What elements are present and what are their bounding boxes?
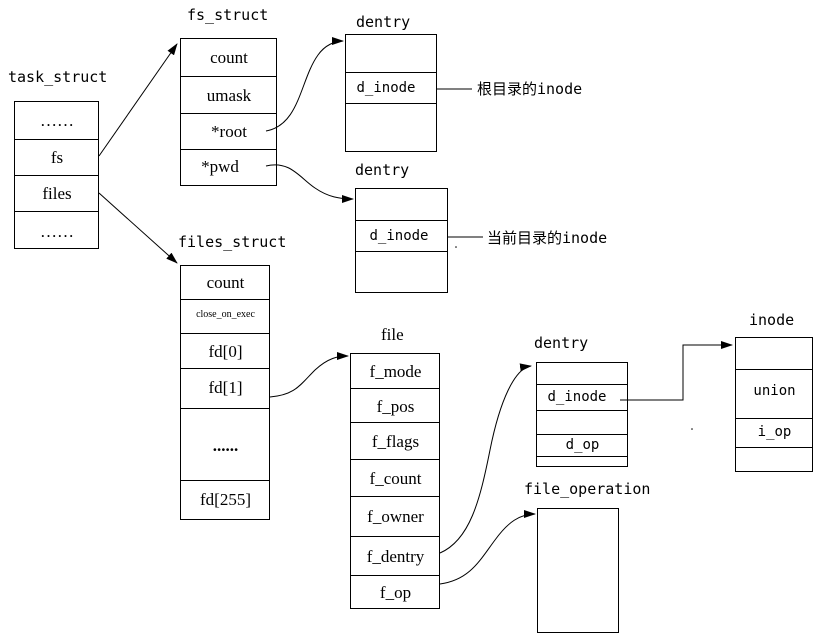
dentry-root-title: dentry — [356, 13, 411, 31]
arrow-files-to-files-struct — [98, 192, 178, 264]
file-box — [350, 353, 440, 609]
dentry-pwd-title: dentry — [355, 161, 410, 179]
fs-struct-field-umask: umask — [206, 86, 252, 105]
dentry-root-note: 根目录的inode — [477, 80, 583, 98]
file-field-f-count: f_count — [369, 469, 422, 488]
file-field-f-pos: f_pos — [376, 397, 415, 416]
files-struct-field-ellipsis: ...... — [212, 436, 239, 455]
arrow-fd1-to-file — [269, 352, 349, 398]
files-struct-field-fd255: fd[255] — [200, 490, 251, 509]
files-struct-field-fd1: fd[1] — [208, 378, 243, 397]
dentry-pwd-note: 当前目录的inode — [487, 229, 608, 247]
fs-struct-field-pwd: *pwd — [201, 157, 239, 176]
task-struct-field-files: files — [42, 184, 72, 203]
dentry-file-field-d-inode: d_inode — [547, 389, 607, 405]
fs-struct-box — [180, 38, 277, 186]
inode-box — [735, 337, 813, 472]
fs-struct-field-root: *root — [211, 122, 247, 141]
dentry-root-box — [345, 34, 437, 152]
inode-field-i-op: i_op — [757, 424, 792, 440]
arrow-root-to-dentry — [265, 37, 344, 132]
file-field-f-flags: f_flags — [371, 432, 420, 451]
stray-dot — [691, 428, 693, 430]
dentry-file-field-d-op: d_op — [565, 437, 600, 453]
file-title: file — [381, 325, 404, 344]
file-field-f-owner: f_owner — [367, 507, 424, 526]
dentry-file-box — [536, 362, 628, 467]
dentry-file-title: dentry — [534, 334, 589, 352]
inode-title: inode — [749, 311, 795, 329]
stray-dot — [455, 246, 457, 248]
files-struct-box — [180, 265, 270, 520]
files-struct-field-fd0: fd[0] — [208, 342, 243, 361]
inode-field-union: union — [753, 383, 796, 399]
dentry-root-field-d-inode: d_inode — [356, 80, 416, 96]
dentry-pwd-field-d-inode: d_inode — [369, 228, 429, 244]
arrow-fs-to-fs-struct — [98, 43, 178, 157]
file-operation-title: file_operation — [524, 480, 651, 498]
dentry-pwd-box — [355, 188, 448, 293]
file-field-f-mode: f_mode — [369, 362, 422, 381]
files-struct-field-count: count — [206, 273, 245, 292]
files-struct-field-close-on-exec: close_on_exec — [196, 309, 255, 320]
task-struct-title: task_struct — [8, 68, 108, 86]
task-struct-field-fs: fs — [50, 148, 64, 167]
arrow-dinode-to-inode — [620, 341, 733, 401]
arrow-pwd-to-dentry — [265, 164, 354, 203]
file-operation-box — [537, 508, 619, 633]
file-field-f-dentry: f_dentry — [366, 547, 425, 566]
fs-struct-field-count: count — [210, 48, 248, 67]
task-struct-box — [14, 101, 99, 249]
task-struct-field-ellipsis-top: …… — [40, 111, 74, 130]
fs-struct-title: fs_struct — [187, 6, 269, 24]
task-struct-field-ellipsis-bottom: …… — [40, 222, 74, 241]
arrow-fdentry-to-dentry — [439, 363, 532, 554]
file-field-f-op: f_op — [379, 583, 412, 602]
files-struct-title: files_struct — [178, 233, 287, 251]
arrow-fop-to-file-operation — [439, 510, 536, 585]
